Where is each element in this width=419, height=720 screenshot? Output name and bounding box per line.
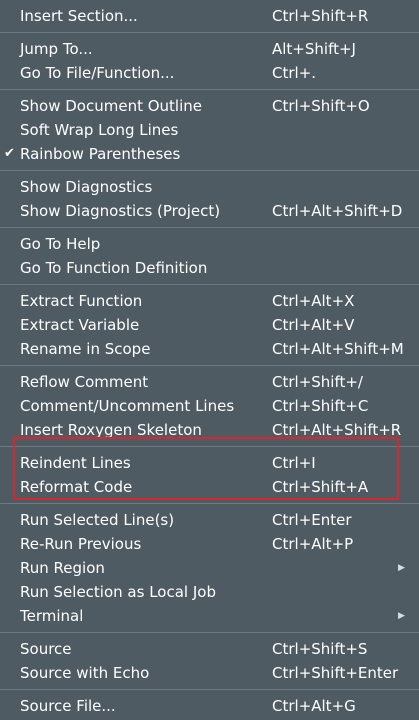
menu-item-shortcut: Ctrl+Enter bbox=[272, 511, 352, 529]
menu-item-label: Soft Wrap Long Lines bbox=[20, 121, 179, 139]
menu-item-shortcut: Ctrl+Alt+G bbox=[272, 697, 356, 715]
checkmark-icon: ✔ bbox=[4, 146, 15, 161]
menu-item-rename-in-scope[interactable]: Rename in Scope Ctrl+Alt+Shift+M bbox=[0, 337, 419, 361]
menu-separator bbox=[0, 32, 419, 33]
menu-item-run-selected-lines[interactable]: Run Selected Line(s) Ctrl+Enter bbox=[0, 508, 419, 532]
menu-item-label: Show Diagnostics bbox=[20, 178, 153, 196]
menu-separator bbox=[0, 227, 419, 228]
menu-item-label: Jump To... bbox=[20, 40, 93, 58]
menu-item-label: Reformat Code bbox=[20, 478, 133, 496]
menu-item-shortcut: Ctrl+Shift+O bbox=[272, 97, 370, 115]
menu-item-shortcut: Ctrl+Alt+Shift+M bbox=[272, 340, 404, 358]
menu-separator bbox=[0, 632, 419, 633]
menu-item-comment-uncomment-lines[interactable]: Comment/Uncomment Lines Ctrl+Shift+C bbox=[0, 394, 419, 418]
menu-item-label: Go To File/Function... bbox=[20, 64, 175, 82]
menu-item-label: Go To Function Definition bbox=[20, 259, 208, 277]
submenu-arrow-icon: ▶ bbox=[398, 611, 405, 621]
menu-item-shortcut: Ctrl+Shift+/ bbox=[272, 373, 363, 391]
menu-item-shortcut: Ctrl+Alt+Shift+D bbox=[272, 202, 403, 220]
menu-item-soft-wrap-long-lines[interactable]: Soft Wrap Long Lines bbox=[0, 118, 419, 142]
menu-item-label: Insert Section... bbox=[20, 7, 138, 25]
menu-item-label: Run Selection as Local Job bbox=[20, 583, 216, 601]
menu-item-reindent-lines[interactable]: Reindent Lines Ctrl+I bbox=[0, 451, 419, 475]
menu-item-insert-roxygen-skeleton[interactable]: Insert Roxygen Skeleton Ctrl+Alt+Shift+R bbox=[0, 418, 419, 442]
menu-item-label: Source bbox=[20, 640, 72, 658]
menu-item-label: Extract Function bbox=[20, 292, 143, 310]
menu-item-rainbow-parentheses[interactable]: ✔ Rainbow Parentheses bbox=[0, 142, 419, 166]
menu-item-run-region[interactable]: Run Region ▶ bbox=[0, 556, 419, 580]
menu-item-terminal[interactable]: Terminal ▶ bbox=[0, 604, 419, 628]
menu-separator bbox=[0, 503, 419, 504]
menu-item-insert-section[interactable]: Insert Section... Ctrl+Shift+R bbox=[0, 4, 419, 28]
menu-item-label: Rainbow Parentheses bbox=[20, 145, 181, 163]
menu-item-extract-variable[interactable]: Extract Variable Ctrl+Alt+V bbox=[0, 313, 419, 337]
menu-item-label: Run Selected Line(s) bbox=[20, 511, 175, 529]
menu-item-reformat-code[interactable]: Reformat Code Ctrl+Shift+A bbox=[0, 475, 419, 499]
menu-item-shortcut: Ctrl+Shift+S bbox=[272, 640, 368, 658]
menu-item-show-document-outline[interactable]: Show Document Outline Ctrl+Shift+O bbox=[0, 94, 419, 118]
menu-item-label: Extract Variable bbox=[20, 316, 140, 334]
menu-item-shortcut: Ctrl+Shift+A bbox=[272, 478, 369, 496]
menu-item-label: Source with Echo bbox=[20, 664, 150, 682]
menu-item-label: Rename in Scope bbox=[20, 340, 151, 358]
menu-separator bbox=[0, 170, 419, 171]
menu-item-show-diagnostics[interactable]: Show Diagnostics bbox=[0, 175, 419, 199]
menu-item-shortcut: Ctrl+Alt+Shift+R bbox=[272, 421, 402, 439]
menu-item-source-with-echo[interactable]: Source with Echo Ctrl+Shift+Enter bbox=[0, 661, 419, 685]
menu-item-label: Re-Run Previous bbox=[20, 535, 142, 553]
menu-item-label: Source File... bbox=[20, 697, 116, 715]
menu-item-label: Run Region bbox=[20, 559, 105, 577]
menu-item-go-to-file-function[interactable]: Go To File/Function... Ctrl+. bbox=[0, 61, 419, 85]
menu-item-extract-function[interactable]: Extract Function Ctrl+Alt+X bbox=[0, 289, 419, 313]
menu-item-label: Show Diagnostics (Project) bbox=[20, 202, 221, 220]
menu-item-run-selection-as-local-job[interactable]: Run Selection as Local Job bbox=[0, 580, 419, 604]
menu-item-shortcut: Ctrl+Alt+X bbox=[272, 292, 355, 310]
menu-item-shortcut: Ctrl+. bbox=[272, 64, 317, 82]
menu-item-shortcut: Alt+Shift+J bbox=[272, 40, 356, 58]
menu-separator bbox=[0, 446, 419, 447]
menu-item-label: Terminal bbox=[20, 607, 84, 625]
menu-item-label: Go To Help bbox=[20, 235, 101, 253]
menu-item-source-file[interactable]: Source File... Ctrl+Alt+G bbox=[0, 694, 419, 718]
menu-item-go-to-function-definition[interactable]: Go To Function Definition bbox=[0, 256, 419, 280]
menu-item-shortcut: Ctrl+Shift+Enter bbox=[272, 664, 399, 682]
menu-item-shortcut: Ctrl+Shift+C bbox=[272, 397, 369, 415]
menu-separator bbox=[0, 689, 419, 690]
menu-item-source[interactable]: Source Ctrl+Shift+S bbox=[0, 637, 419, 661]
menu-item-re-run-previous[interactable]: Re-Run Previous Ctrl+Alt+P bbox=[0, 532, 419, 556]
menu-separator bbox=[0, 284, 419, 285]
menu-separator bbox=[0, 89, 419, 90]
menu-item-go-to-help[interactable]: Go To Help bbox=[0, 232, 419, 256]
menu-item-shortcut: Ctrl+Alt+P bbox=[272, 535, 354, 553]
menu-item-label: Comment/Uncomment Lines bbox=[20, 397, 235, 415]
menu-item-jump-to[interactable]: Jump To... Alt+Shift+J bbox=[0, 37, 419, 61]
menu-item-shortcut: Ctrl+I bbox=[272, 454, 316, 472]
menu-item-label: Insert Roxygen Skeleton bbox=[20, 421, 202, 439]
menu-item-label: Reflow Comment bbox=[20, 373, 149, 391]
menu-item-reflow-comment[interactable]: Reflow Comment Ctrl+Shift+/ bbox=[0, 370, 419, 394]
menu-separator bbox=[0, 365, 419, 366]
menu-item-shortcut: Ctrl+Alt+V bbox=[272, 316, 355, 334]
menu-item-shortcut: Ctrl+Shift+R bbox=[272, 7, 369, 25]
menu-item-label: Show Document Outline bbox=[20, 97, 202, 115]
submenu-arrow-icon: ▶ bbox=[398, 563, 405, 573]
menu-item-label: Reindent Lines bbox=[20, 454, 131, 472]
menu-item-show-diagnostics-project[interactable]: Show Diagnostics (Project) Ctrl+Alt+Shif… bbox=[0, 199, 419, 223]
